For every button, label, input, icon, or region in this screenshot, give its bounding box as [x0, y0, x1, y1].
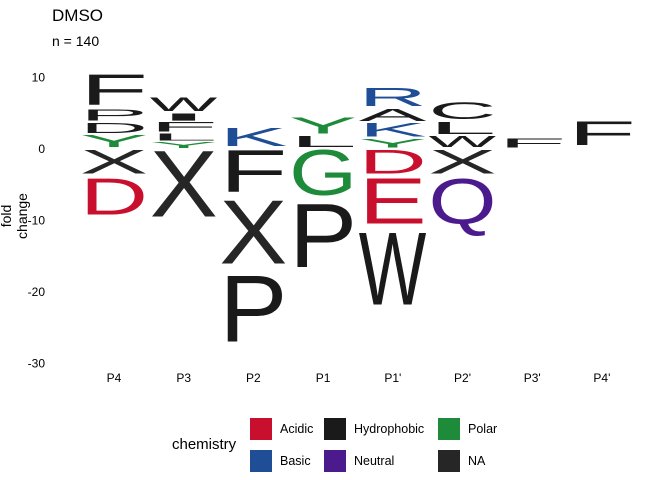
legend-title: chemistry [172, 436, 237, 453]
x-tick-label: P3 [176, 371, 191, 385]
x-tick-label: P3' [524, 371, 541, 385]
logo-letter-p2p-c: C [429, 97, 497, 124]
svg-text:D: D [80, 168, 148, 226]
logo-letter-p1p-a: A [359, 106, 427, 125]
svg-text:W: W [429, 133, 497, 150]
logo-letter-p1p-k: K [359, 120, 427, 141]
logo-letter-p4-p: P [80, 107, 148, 124]
logo-letter-p1-g: G [289, 137, 357, 209]
logo-letter-p1-p: P [289, 186, 357, 287]
logo-letter-p2p-w: W [429, 133, 497, 150]
logo-letter-p2p-l: L [429, 119, 497, 138]
logo-letter-p1p-d: D [359, 143, 427, 181]
x-tick-label: P4 [107, 371, 122, 385]
legend-swatch-hydrophobic [324, 418, 346, 440]
svg-text:F: F [150, 119, 218, 134]
logo-letter-p3-y: Y [150, 140, 218, 150]
logo-letter-p3-x: X [150, 131, 218, 237]
svg-text:Q: Q [429, 165, 497, 237]
x-tick-label: P4' [593, 371, 610, 385]
x-tick-label: P1' [384, 371, 401, 385]
logo-letter-p4-d: D [80, 168, 148, 226]
y-tick-label: -10 [28, 214, 46, 228]
logo-letter-p1p-e: E [359, 166, 427, 238]
svg-text:F: F [498, 136, 566, 151]
y-tick-label: -30 [28, 357, 46, 371]
y-tick-label: 10 [32, 71, 46, 85]
logo-letter-p4-y: Y [80, 132, 148, 151]
svg-text:P: P [289, 186, 357, 287]
legend-label-acidic: Acidic [280, 422, 314, 436]
svg-text:L: L [429, 119, 497, 138]
legend-swatch-neutral [324, 450, 346, 472]
logo-letter-p3-f: F [150, 119, 218, 134]
legend-label-na: NA [468, 454, 486, 468]
svg-text:D: D [80, 120, 148, 136]
logo-letter-p4p-f: F [568, 114, 636, 153]
svg-text:Y: Y [80, 132, 148, 151]
svg-text:C: C [429, 97, 497, 124]
logo-letter-p4-d: D [80, 120, 148, 136]
legend-label-neutral: Neutral [354, 454, 395, 468]
svg-text:R: R [359, 82, 427, 111]
logo-letter-p1-l: L [289, 133, 357, 150]
legend-label-basic: Basic [280, 454, 311, 468]
legend-swatch-basic [250, 450, 272, 472]
logo-letter-p2-k: K [219, 123, 287, 152]
svg-text:Y: Y [289, 112, 357, 138]
svg-text:X: X [80, 143, 148, 182]
logo-letter-p2-x: X [219, 183, 287, 284]
y-tick-label: 0 [38, 142, 45, 156]
logo-letter-p3-i: I [150, 111, 218, 123]
logo-letter-p4-f: F [80, 66, 148, 114]
svg-text:F: F [219, 137, 287, 204]
logo-letter-p2-f: F [219, 137, 287, 204]
svg-text:E: E [359, 166, 427, 238]
svg-text:Y: Y [359, 137, 427, 150]
svg-text:W: W [150, 93, 218, 115]
x-tick-label: P1 [316, 371, 331, 385]
chart-subtitle: n = 140 [52, 33, 100, 49]
svg-text:X: X [219, 183, 287, 284]
svg-text:K: K [219, 123, 287, 152]
logo-letter-p2-p: P [219, 256, 287, 362]
logo-letter-p3-w: W [150, 93, 218, 115]
logo-letter-p3-l: L [150, 131, 218, 143]
x-tick-label: P2 [246, 371, 261, 385]
legend-label-polar: Polar [468, 422, 498, 436]
svg-text:G: G [289, 137, 357, 209]
logo-letter-p1p-y: Y [359, 137, 427, 150]
svg-text:Y: Y [150, 140, 218, 150]
svg-text:P: P [219, 256, 287, 362]
svg-text:A: A [359, 106, 427, 125]
legend-label-hydrophobic: Hydrophobic [354, 422, 425, 436]
logo-letter-p2p-x: X [429, 143, 497, 182]
legend-swatch-na [438, 450, 460, 472]
logo-letter-p1-y: Y [289, 112, 357, 138]
x-tick-label: P2' [454, 371, 471, 385]
legend-swatch-polar [438, 418, 460, 440]
logo-letter-p2p-q: Q [429, 165, 497, 237]
svg-text:X: X [429, 143, 497, 182]
svg-text:X: X [150, 131, 218, 237]
svg-text:P: P [80, 107, 148, 124]
svg-text:W: W [359, 210, 427, 326]
logo-letter-p3p-f: F [498, 136, 566, 151]
svg-text:D: D [359, 143, 427, 181]
svg-text:F: F [80, 66, 148, 114]
svg-text:K: K [359, 120, 427, 141]
logo-letter-p1p-r: R [359, 82, 427, 111]
svg-text:F: F [568, 114, 636, 153]
svg-text:L: L [289, 133, 357, 150]
logo-letter-p4-x: X [80, 143, 148, 182]
svg-text:I: I [150, 111, 218, 123]
y-tick-label: -20 [28, 285, 46, 299]
legend-swatch-acidic [250, 418, 272, 440]
logo-letter-p1p-w: W [359, 210, 427, 326]
svg-text:L: L [150, 131, 218, 143]
chart-title: DMSO [52, 6, 103, 25]
